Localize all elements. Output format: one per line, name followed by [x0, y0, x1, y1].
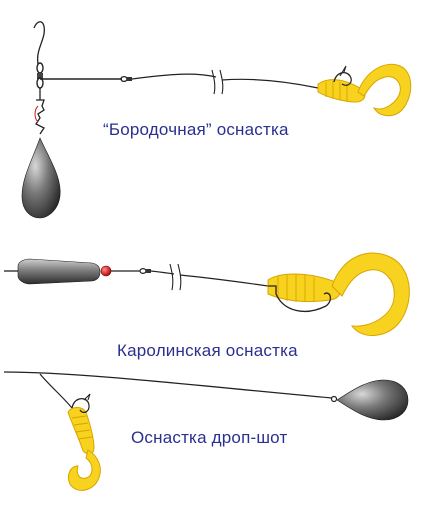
bullet-sinker	[17, 258, 101, 285]
leader-swivel	[120, 75, 132, 83]
twister-lure-1	[317, 63, 412, 117]
swivel-1	[36, 62, 44, 89]
snap-1	[34, 99, 45, 135]
caption-beard-rig: “Бородочная” оснастка	[103, 120, 289, 139]
caption-carolina-rig: Каролинская оснастка	[117, 341, 298, 360]
pear-sinker-3	[336, 379, 409, 421]
swivel-2	[139, 268, 151, 275]
leader-line-1	[131, 73, 217, 80]
caption-drop-shot-rig: Оснастка дроп-шот	[131, 428, 288, 447]
rig-2-carolina-rig	[4, 252, 410, 336]
glass-bead	[100, 265, 112, 277]
main-line-1	[33, 21, 45, 65]
rig-3-drop-shot-rig	[3, 371, 409, 491]
twister-lure-2	[267, 252, 410, 336]
twister-lure-3	[67, 393, 101, 491]
rig-1-beard-rig	[21, 21, 412, 219]
pear-sinker-1	[21, 137, 61, 219]
main-line-3	[3, 371, 333, 399]
